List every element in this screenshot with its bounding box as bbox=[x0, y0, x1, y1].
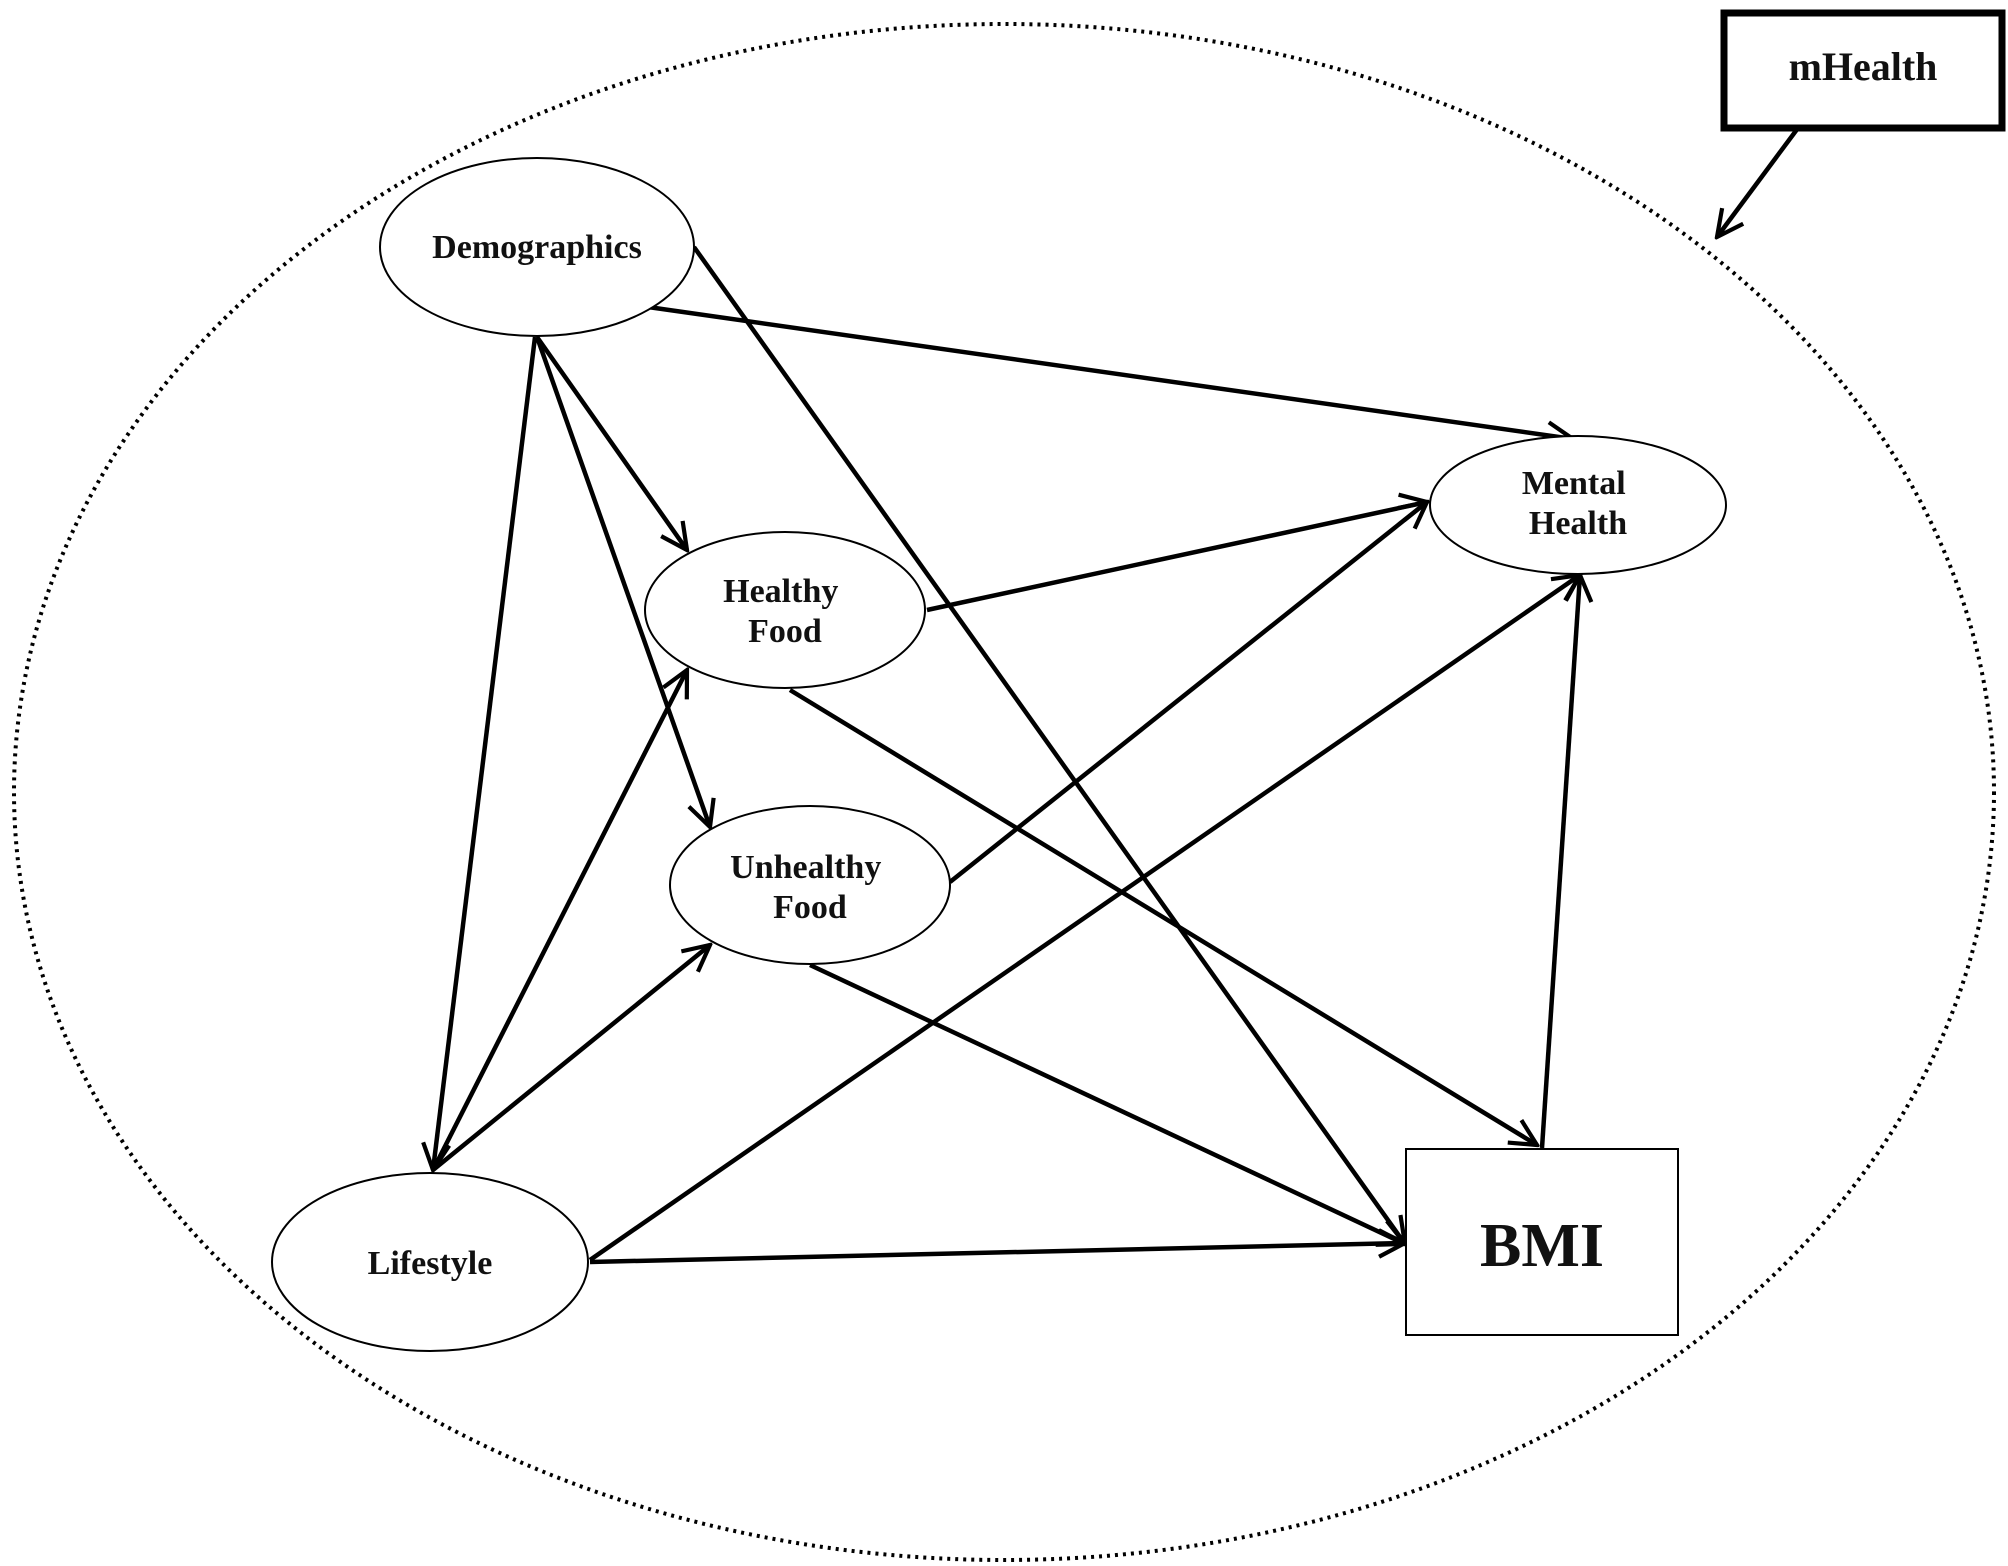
unhealthy-food-label-line-2: Food bbox=[773, 889, 847, 926]
mental-health-ellipse bbox=[1429, 435, 1727, 575]
edge-unhealthy-food-bmi bbox=[809, 962, 1405, 1244]
edge-healthy-food-bmi bbox=[788, 688, 1537, 1145]
node-unhealthy-food: Unhealthy Food bbox=[669, 805, 951, 965]
svg-text:Unhealthy Food: Unhealthy Food bbox=[730, 849, 890, 926]
svg-text:mHealth: mHealth bbox=[1789, 44, 1938, 89]
bmi-label: BMI bbox=[1480, 1212, 1604, 1280]
edge-demographics-mental-health bbox=[647, 304, 1573, 439]
node-bmi: BMI bbox=[1405, 1148, 1679, 1336]
demographics-label: Demographics bbox=[432, 229, 642, 266]
edge-demographics-healthy-food bbox=[535, 335, 687, 550]
mental-health-label-line-2: Health bbox=[1529, 505, 1627, 542]
node-healthy-food: Healthy Food bbox=[644, 531, 926, 689]
mental-health-label-line-1: Mental bbox=[1522, 465, 1626, 502]
svg-text:Healthy Food: Healthy Food bbox=[723, 573, 847, 650]
healthy-food-ellipse bbox=[644, 531, 926, 689]
node-mhealth: mHealth bbox=[1720, 9, 2006, 132]
edge-lifestyle-mental-health bbox=[588, 575, 1580, 1262]
edges bbox=[430, 126, 1800, 1265]
lifestyle-label: Lifestyle bbox=[368, 1245, 493, 1282]
mhealth-box bbox=[1720, 9, 2006, 132]
edge-unhealthy-food-mental-health bbox=[948, 502, 1427, 884]
edge-demographics-unhealthy-food bbox=[534, 336, 710, 827]
edge-lifestyle-bmi bbox=[589, 1243, 1405, 1265]
unhealthy-food-ellipse bbox=[669, 805, 951, 965]
edge-demographics-bmi bbox=[692, 245, 1405, 1244]
bmi-box bbox=[1405, 1148, 1679, 1336]
edge-bmi-mental-health bbox=[1539, 575, 1580, 1149]
edge-demographics-lifestyle bbox=[433, 336, 538, 1170]
mhealth-boundary bbox=[12, 22, 1996, 1562]
node-lifestyle: Lifestyle bbox=[271, 1172, 589, 1352]
edge-lifestyle-healthy-food bbox=[430, 670, 687, 1172]
svg-text:Mental Health: Mental Health bbox=[1522, 465, 1634, 542]
healthy-food-label-line-1: Healthy bbox=[723, 573, 838, 610]
edge-lifestyle-unhealthy-food bbox=[431, 945, 710, 1172]
svg-text:Demographics: Demographics bbox=[432, 229, 642, 266]
edge-mhealth-boundary bbox=[1717, 126, 1800, 237]
svg-text:BMI: BMI bbox=[1480, 1212, 1604, 1280]
demographics-ellipse bbox=[379, 157, 695, 337]
edge-healthy-food-mental-health bbox=[926, 502, 1427, 613]
lifestyle-ellipse bbox=[271, 1172, 589, 1352]
healthy-food-label-line-2: Food bbox=[748, 613, 822, 650]
svg-text:Lifestyle: Lifestyle bbox=[368, 1245, 493, 1282]
mhealth-label: mHealth bbox=[1789, 44, 1938, 89]
node-mental-health: Mental Health bbox=[1429, 435, 1727, 575]
unhealthy-food-label-line-1: Unhealthy bbox=[730, 849, 881, 886]
node-demographics: Demographics bbox=[379, 157, 695, 337]
